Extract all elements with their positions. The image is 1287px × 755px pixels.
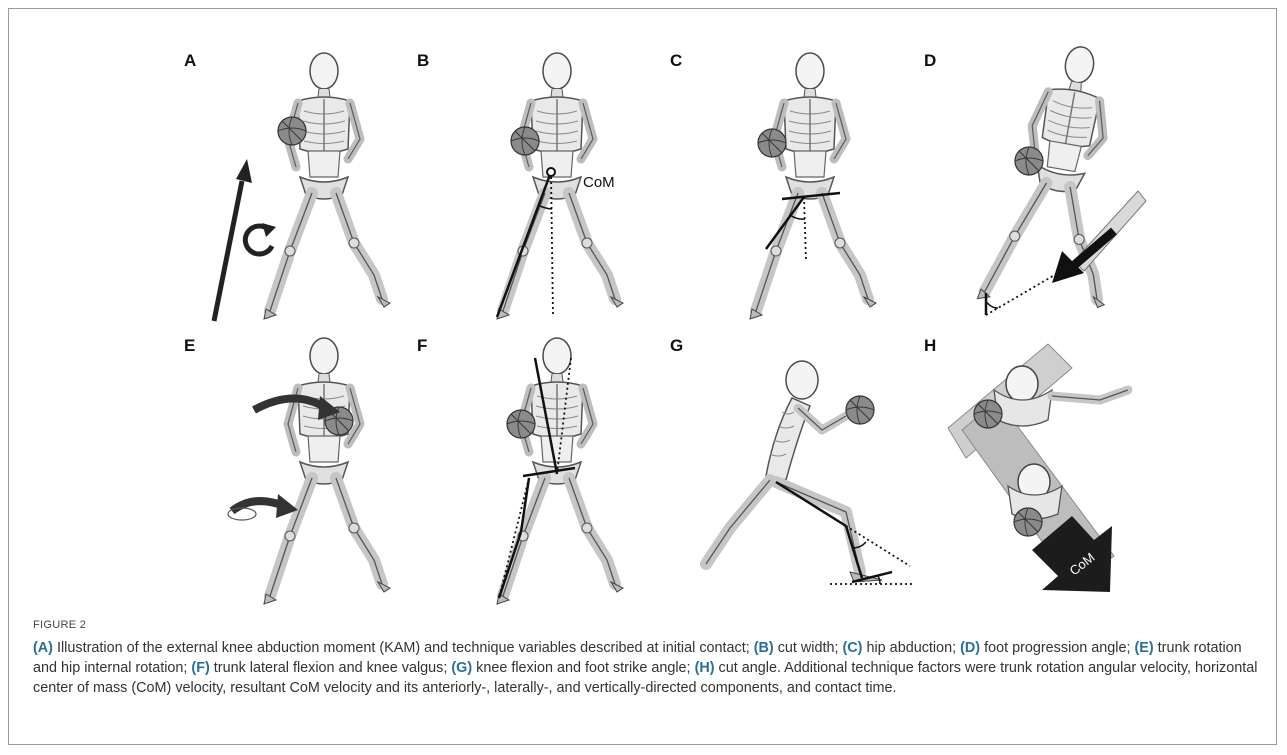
- panel-a-illustration: [184, 51, 434, 331]
- com-marker: [547, 168, 555, 176]
- panel-d: D: [924, 51, 1174, 331]
- panel-h: H CoM: [924, 336, 1174, 616]
- panel-g: G: [670, 336, 920, 616]
- panel-a: A: [184, 51, 434, 331]
- caption-marker-f: (F): [191, 660, 209, 676]
- panel-f-illustration: [417, 336, 667, 616]
- figure-number: FIGURE 2: [33, 615, 1258, 635]
- panel-f: F: [417, 336, 667, 616]
- panel-h-illustration: CoM: [924, 336, 1174, 616]
- caption-marker-a: (A): [33, 640, 53, 656]
- caption-text-c: hip abduction;: [862, 640, 960, 656]
- force-arrow: [214, 181, 242, 321]
- panel-d-illustration: [924, 51, 1174, 331]
- figure-caption: FIGURE 2 (A) Illustration of the externa…: [33, 615, 1258, 698]
- caption-marker-d: (D): [960, 640, 980, 656]
- caption-text-f: trunk lateral flexion and knee valgus;: [210, 660, 452, 676]
- caption-text-g: knee flexion and foot strike angle;: [472, 660, 694, 676]
- com-label: CoM: [583, 174, 615, 191]
- panel-b: B CoM: [417, 51, 667, 331]
- caption-text-b: cut width;: [774, 640, 843, 656]
- panel-g-illustration: [670, 336, 920, 616]
- hip-rotation-arrow: [232, 501, 284, 511]
- caption-marker-c: (C): [843, 640, 863, 656]
- panel-b-illustration: CoM: [417, 51, 667, 331]
- caption-text-d: foot progression angle;: [980, 640, 1134, 656]
- panel-c-illustration: [670, 51, 920, 331]
- force-arrowhead: [236, 159, 252, 183]
- caption-marker-g: (G): [451, 660, 472, 676]
- figure-frame: A B CoM C: [8, 8, 1277, 745]
- caption-marker-b: (B): [754, 640, 774, 656]
- caption-marker-e: (E): [1134, 640, 1153, 656]
- panel-e: E: [184, 336, 434, 616]
- panel-e-illustration: [184, 336, 434, 616]
- panel-c: C: [670, 51, 920, 331]
- com-to-foot-line: [497, 172, 551, 317]
- hip-reference: [804, 197, 806, 261]
- caption-text-a: Illustration of the external knee abduct…: [53, 640, 754, 656]
- caption-marker-h: (H): [695, 660, 715, 676]
